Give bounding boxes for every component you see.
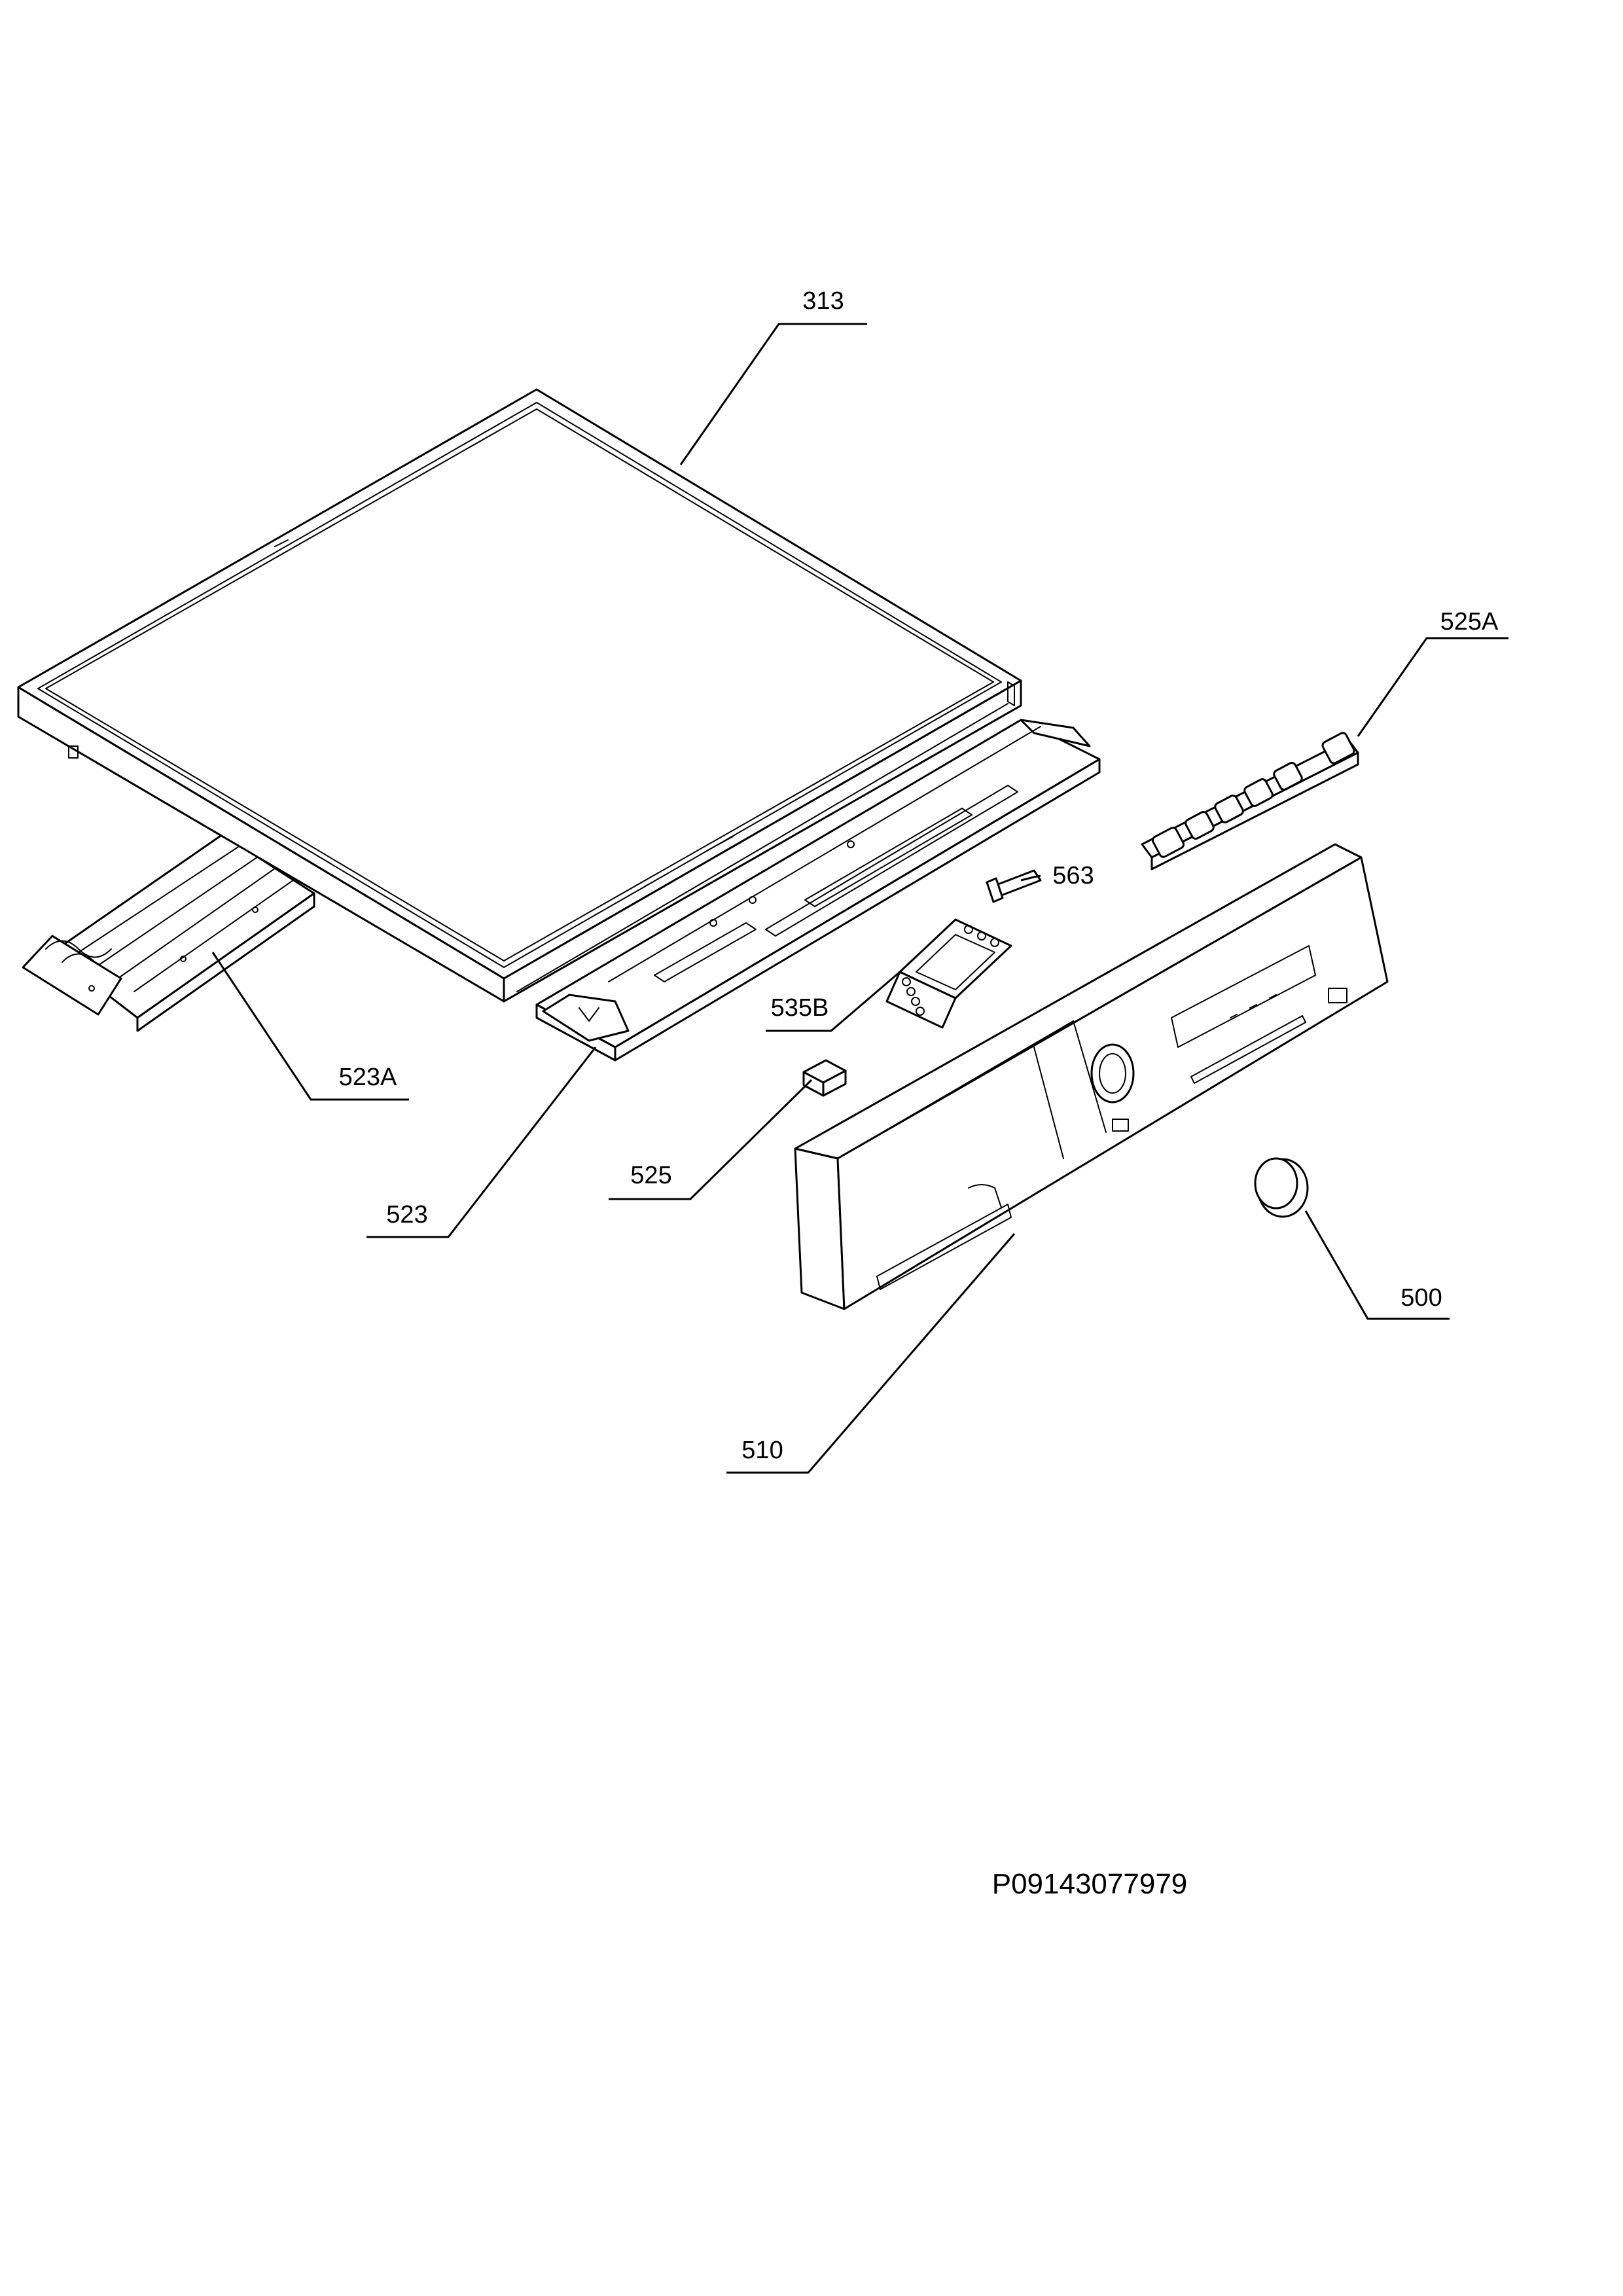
part-500-knob	[1254, 1157, 1309, 1218]
callout-535b: 535B	[771, 994, 829, 1022]
leader-525a	[1357, 637, 1508, 737]
leader-510	[726, 1233, 1016, 1474]
part-525-button	[802, 1059, 847, 1097]
leader-523a	[211, 952, 409, 1101]
leader-563	[1020, 874, 1041, 882]
leader-lines	[211, 323, 1508, 1474]
part-535b-light-guide	[885, 918, 1012, 1029]
part-510-control-panel	[794, 843, 1389, 1310]
leader-500	[1304, 1210, 1450, 1320]
callout-500: 500	[1400, 1284, 1442, 1312]
part-313-worktop	[17, 388, 1022, 1003]
callout-labels: 313 525A 563 535B 523A 525 523 500 510	[339, 287, 1499, 1464]
leader-523	[366, 1047, 597, 1238]
leader-313	[679, 323, 867, 465]
callout-523a: 523A	[339, 1064, 397, 1091]
part-523a-rail	[22, 833, 315, 1032]
document-number: P09143077979	[992, 1868, 1188, 1900]
part-563-pin	[986, 869, 1042, 903]
callout-525: 525	[630, 1162, 671, 1189]
callout-563: 563	[1052, 862, 1094, 889]
part-523-rail	[535, 719, 1101, 1062]
part-525a-button-strip	[1141, 732, 1359, 870]
leader-535b	[766, 971, 901, 1032]
callout-525a: 525A	[1440, 608, 1499, 636]
callout-510: 510	[741, 1437, 783, 1464]
callout-313: 313	[802, 287, 844, 315]
leader-525	[609, 1079, 813, 1200]
callout-523: 523	[386, 1201, 427, 1229]
